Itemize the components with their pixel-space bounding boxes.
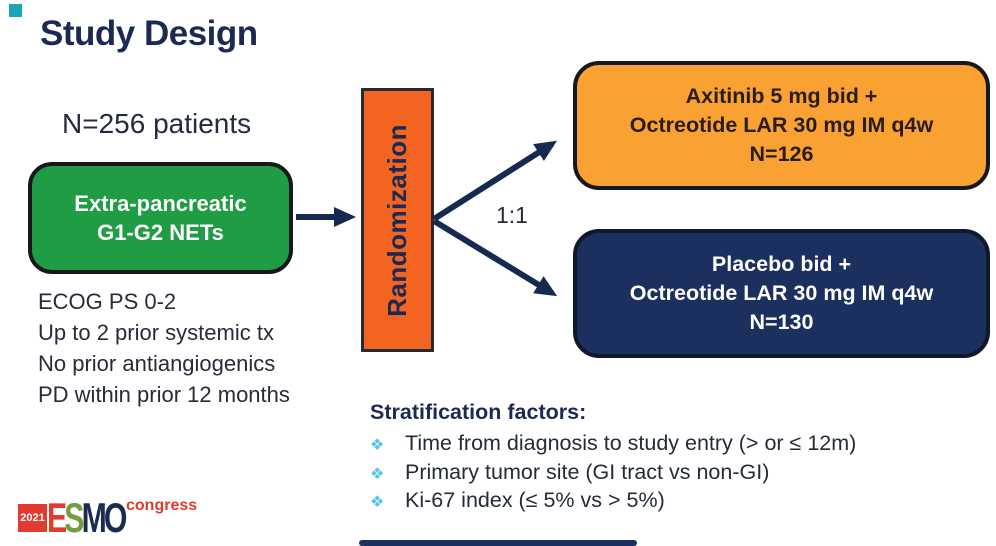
eligibility-item: ECOG PS 0-2 — [38, 289, 177, 314]
stratification-item: ❖ Ki-67 index (≤ 5% vs > 5%) — [370, 488, 856, 517]
randomization-ratio-label: 1:1 — [496, 202, 528, 228]
eligibility-item: PD within prior 12 months — [38, 382, 290, 407]
arm-placebo-box: Placebo bid + Octreotide LAR 30 mg IM q4… — [573, 229, 990, 358]
page-title: Study Design — [40, 14, 258, 53]
stratification-item: ❖ Time from diagnosis to study entry (> … — [370, 431, 856, 460]
eligibility-item: No prior antiangiogenics — [38, 351, 276, 376]
stratification-section: Stratification factors: ❖ Time from diag… — [370, 400, 856, 517]
congress-label: congress — [126, 497, 198, 514]
arm-placebo-line-2: Octreotide LAR 30 mg IM q4w — [629, 281, 934, 305]
diamond-bullet-icon: ❖ — [370, 437, 385, 454]
esmo-letter: S — [64, 494, 84, 541]
randomization-label: Randomization — [382, 123, 412, 317]
teal-accent-square — [9, 4, 22, 17]
arm-axitinib-line-1: Axitinib 5 mg bid + — [685, 84, 878, 108]
stratification-item-text: Primary tumor site (GI tract vs non-GI) — [405, 459, 770, 484]
stratification-item: ❖ Primary tumor site (GI tract vs non-GI… — [370, 460, 856, 489]
eligibility-item: Up to 2 prior systemic tx — [38, 320, 274, 345]
stratification-item-text: Time from diagnosis to study entry (> or… — [405, 431, 857, 455]
arrow-randomization-to-placebo — [432, 218, 558, 297]
esmo-letter: O — [103, 494, 127, 541]
stratification-item-text: Ki-67 index (≤ 5% vs > 5%) — [405, 488, 665, 513]
stratification-heading: Stratification factors: — [370, 400, 587, 424]
arm-placebo-line-1: Placebo bid + — [711, 252, 852, 276]
diamond-bullet-icon: ❖ — [370, 494, 385, 512]
population-line-1: Extra-pancreatic — [74, 191, 247, 216]
eligibility-list: ECOG PS 0-2 Up to 2 prior systemic tx No… — [38, 286, 290, 410]
diamond-bullet-icon: ❖ — [370, 465, 385, 483]
arm-axitinib-box: Axitinib 5 mg bid + Octreotide LAR 30 mg… — [573, 61, 990, 190]
arm-axitinib-line-2: Octreotide LAR 30 mg IM q4w — [629, 113, 934, 137]
arrow-randomization-to-axitinib — [432, 140, 558, 222]
arm-placebo-count: N=130 — [749, 310, 814, 334]
patients-count-label: N=256 patients — [62, 108, 252, 139]
bottom-navy-bar — [359, 540, 637, 546]
population-box: Extra-pancreatic G1-G2 NETs — [28, 162, 293, 274]
esmo-wordmark: E S M O — [47, 494, 127, 541]
esmo-letter: E — [47, 494, 67, 541]
population-line-2: G1-G2 NETs — [97, 220, 224, 245]
logo-year-badge: 2021 — [18, 504, 47, 532]
arm-axitinib-count: N=126 — [749, 142, 814, 166]
esmo-letter: M — [81, 494, 107, 541]
randomization-box: Randomization — [361, 88, 434, 352]
